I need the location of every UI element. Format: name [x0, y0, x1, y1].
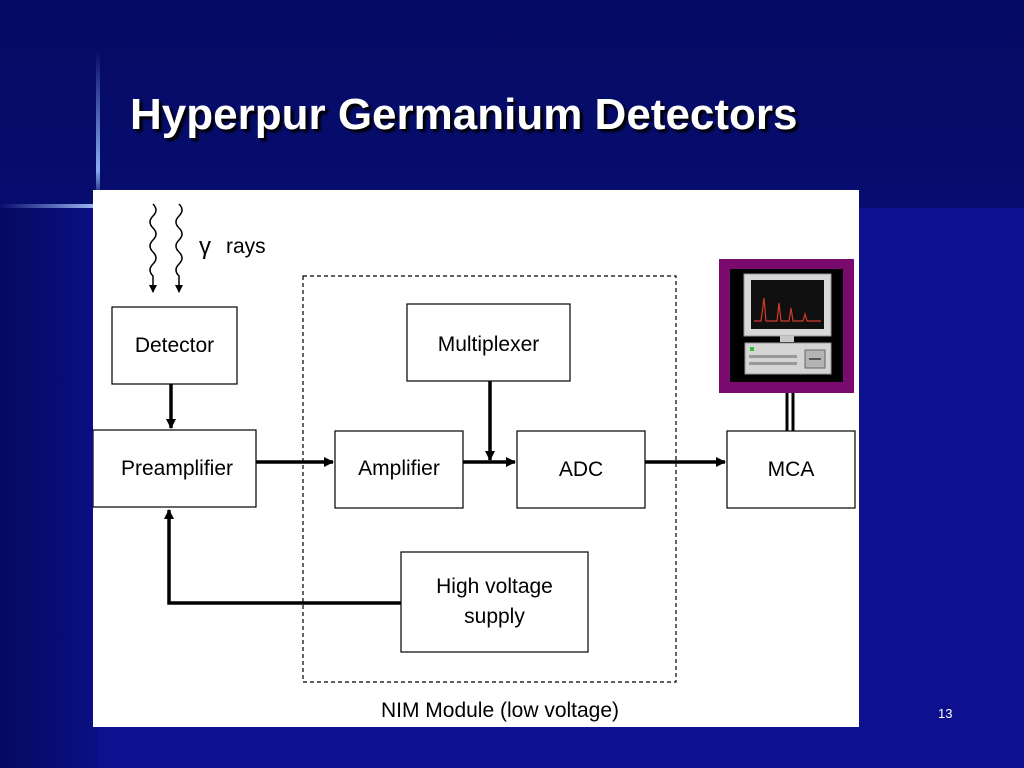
multiplexer-label: Multiplexer: [438, 333, 540, 356]
amplifier-label: Amplifier: [358, 457, 440, 480]
mca-label: MCA: [768, 458, 815, 481]
high-voltage-label-line1: High voltage: [436, 575, 553, 598]
gamma-ray-arrows: [149, 203, 183, 293]
adc-block: [516, 430, 646, 509]
left-background-strip: [0, 208, 98, 768]
gamma-symbol: γ: [199, 233, 211, 260]
header-background: [0, 0, 1024, 208]
preamplifier-label: Preamplifier: [121, 457, 233, 480]
arrow-hv-supply-to-preamplifier: [164, 509, 401, 605]
decorative-glow-vertical: [96, 50, 100, 200]
gamma-rays-label: rays: [226, 235, 266, 258]
multiplexer-block: [406, 303, 571, 382]
computer-monitor-icon: [719, 259, 854, 393]
detector-block: [111, 306, 238, 385]
nim-module-boundary: [302, 275, 677, 683]
slide-title: Hyperpur Germanium Detectors: [130, 90, 798, 139]
preamplifier-block: [92, 429, 257, 508]
adc-label: ADC: [559, 458, 603, 481]
nim-module-label: NIM Module (low voltage): [381, 699, 619, 722]
diagram-panel: γ rays Detector Preamplifier Multiplexer…: [92, 190, 859, 727]
amplifier-block: [334, 430, 464, 509]
high-voltage-label-line2: supply: [464, 605, 525, 628]
block-diagram: γ rays Detector Preamplifier Multiplexer…: [92, 203, 856, 722]
page-number: 13: [938, 706, 953, 721]
mca-block: [726, 430, 856, 509]
detector-label: Detector: [135, 334, 214, 357]
high-voltage-supply-block: [400, 551, 589, 653]
decorative-glow-horizontal: [0, 204, 100, 208]
signal-arrows: [164, 381, 795, 605]
